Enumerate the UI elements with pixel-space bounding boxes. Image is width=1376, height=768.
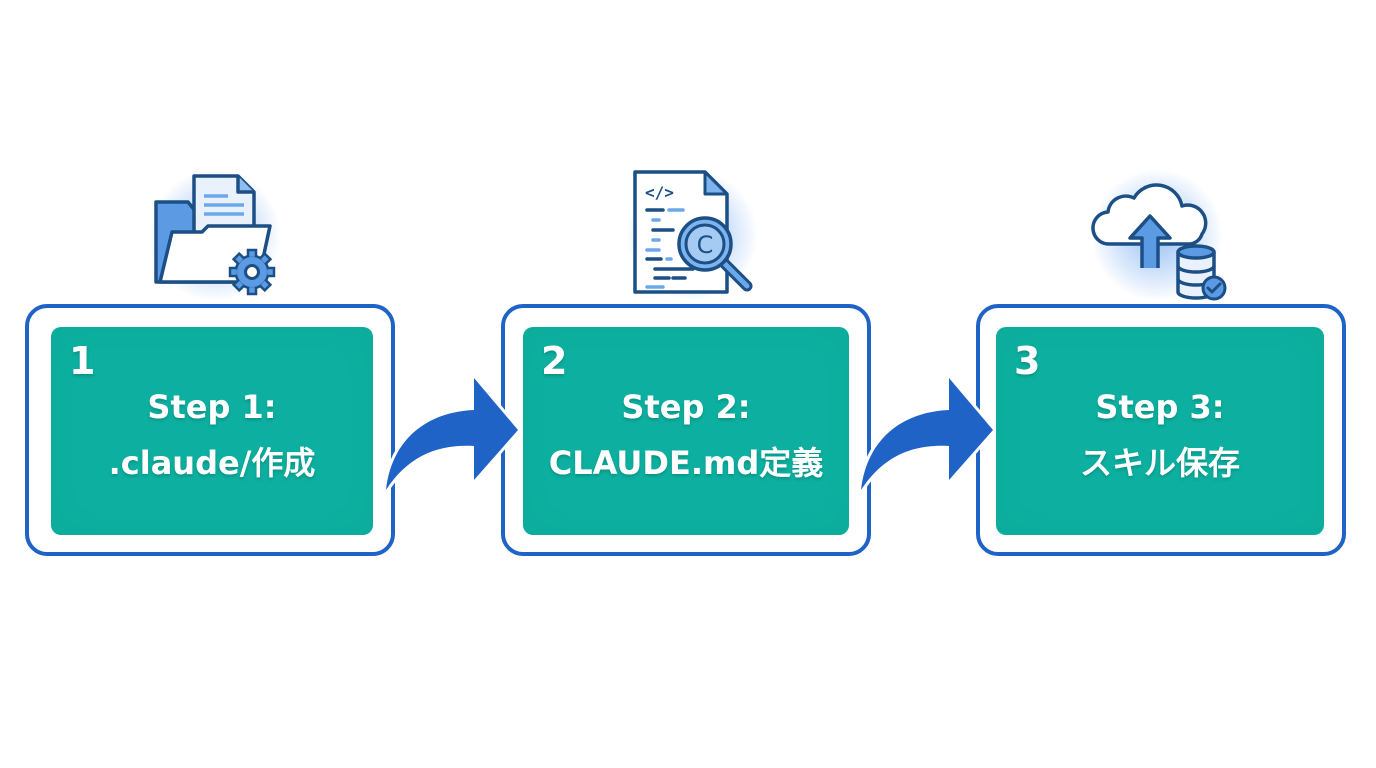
- step-title: Step 3: スキル保存: [996, 379, 1324, 491]
- step-1-card: 1 Step 1: .claude/作成: [51, 327, 373, 535]
- step-1-frame: 1 Step 1: .claude/作成: [25, 304, 395, 556]
- step-title-line2: スキル保存: [1079, 444, 1240, 482]
- step-title: Step 1: .claude/作成: [51, 379, 373, 491]
- svg-text:</>: </>: [645, 183, 674, 202]
- step-1-icon: [140, 160, 290, 310]
- step-title-line1: Step 3:: [1095, 388, 1225, 426]
- curved-arrow-right-icon: [383, 375, 518, 493]
- step-number: 2: [541, 339, 568, 383]
- code-document-search-icon: </> C: [633, 170, 753, 294]
- step-number: 3: [1014, 339, 1041, 383]
- step-3-card: 3 Step 3: スキル保存: [996, 327, 1324, 535]
- cloud-upload-database-icon: [1091, 183, 1227, 301]
- folder-gear-icon: [154, 174, 276, 296]
- curved-arrow-right-icon: [858, 375, 993, 493]
- step-title-line1: Step 2:: [621, 388, 751, 426]
- step-title-line1: Step 1:: [147, 388, 277, 426]
- step-3-frame: 3 Step 3: スキル保存: [976, 304, 1346, 556]
- step-title-line2: CLAUDE.md定義: [548, 444, 824, 482]
- step-2-icon: </> C: [617, 160, 767, 310]
- step-title: Step 2: CLAUDE.md定義: [523, 379, 849, 491]
- step-number: 1: [69, 339, 96, 383]
- step-2-frame: 2 Step 2: CLAUDE.md定義: [501, 304, 871, 556]
- step-2-card: 2 Step 2: CLAUDE.md定義: [523, 327, 849, 535]
- step-title-line2: .claude/作成: [108, 444, 316, 482]
- svg-text:C: C: [697, 231, 714, 259]
- step-3-icon: [1082, 160, 1232, 310]
